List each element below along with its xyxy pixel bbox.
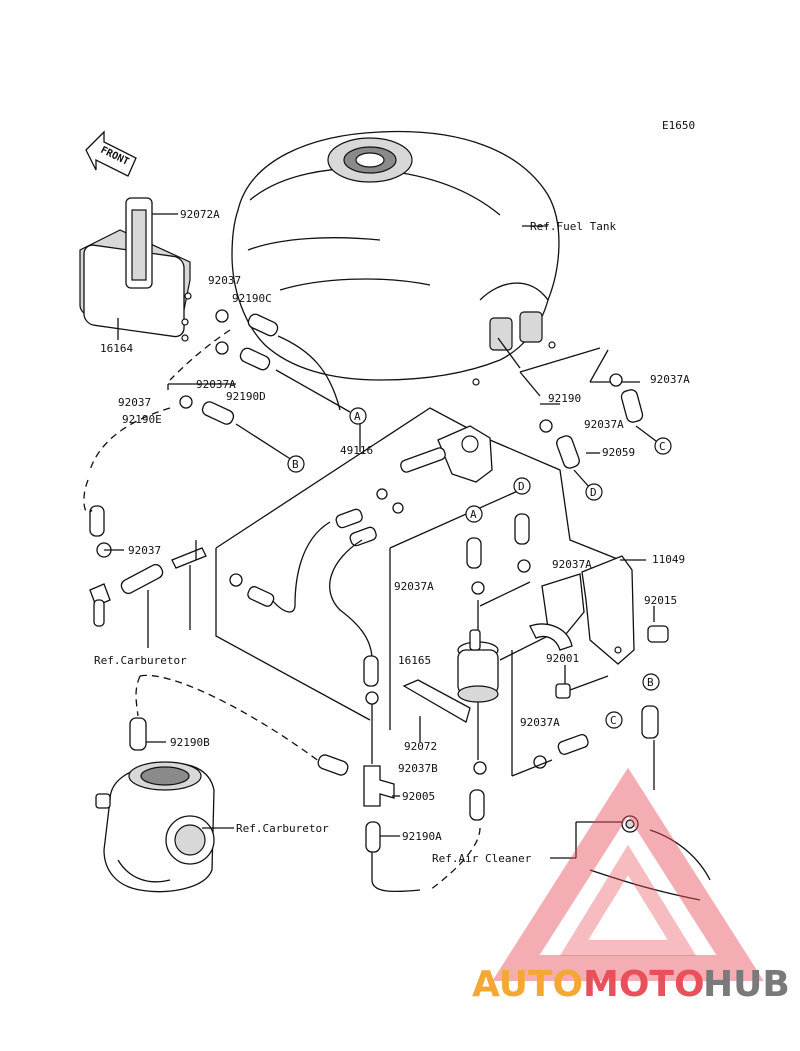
label-16165: 16165: [398, 654, 431, 667]
left-hose-junction: [83, 479, 275, 648]
watermark-part-hub: HUB: [703, 964, 790, 1005]
front-arrow-icon: FRONT: [85, 130, 137, 177]
carburetor-illustration: [95, 675, 234, 893]
label-92037a-mid: 92037A: [394, 580, 434, 593]
fuel-tank-illustration: [231, 130, 560, 386]
diagram-code: E1650: [662, 119, 695, 132]
connector-a-upper: [349, 407, 367, 425]
label-92037a-r2: 92037A: [584, 418, 624, 431]
label-92037a-right: 92037A: [552, 558, 592, 571]
connector-b2: B: [647, 676, 654, 689]
label-11049: 11049: [652, 553, 685, 566]
label-92037a-left: 92037A: [196, 378, 236, 391]
label-92037a-r1: 92037A: [650, 373, 690, 386]
connector-c-upper: [654, 437, 672, 455]
connector-c2: C: [610, 714, 617, 727]
connector-b-upper: [287, 455, 305, 473]
label-92037a-low: 92037A: [520, 716, 560, 729]
label-16164: 16164: [100, 342, 133, 355]
connector-d-lower: [513, 477, 531, 495]
label-92072: 92072: [404, 740, 437, 753]
label-92190e: 92190E: [122, 413, 162, 426]
watermark-part-auto: AUTO: [472, 964, 583, 1005]
connector-d1: D: [590, 486, 597, 499]
bracket-11049: [479, 555, 669, 790]
label-92190d: 92190D: [226, 390, 266, 403]
label-49116: 49116: [340, 444, 373, 457]
connector-c1: C: [659, 440, 666, 453]
connector-d-upper: [585, 483, 603, 501]
connector-d2: D: [518, 480, 525, 493]
label-92190: 92190: [548, 392, 581, 405]
label-ref-carburetor-upper: Ref.Carburetor: [94, 654, 187, 667]
part-labels: 92072A 92037 92190C 16164 92037A 92037 9…: [94, 208, 690, 865]
label-ref-fuel-tank: Ref.Fuel Tank: [530, 220, 616, 233]
canister-16164: [79, 197, 192, 342]
label-ref-carburetor-lower: Ref.Carburetor: [236, 822, 329, 835]
label-92037-left: 92037: [118, 396, 151, 409]
leader-lines: [104, 225, 655, 837]
label-92015: 92015: [644, 594, 677, 607]
connector-a1: A: [354, 410, 361, 423]
tank-hoses-right: [539, 373, 661, 489]
watermark-logo-icon: [492, 767, 764, 981]
fuel-cock-assembly: [215, 407, 621, 721]
connector-markers: A B C D D A B C: [287, 407, 672, 729]
hoses-and-leaders: [89, 213, 351, 471]
connector-a-lower: [465, 505, 483, 523]
connector-a2: A: [470, 508, 477, 521]
label-92059: 92059: [602, 446, 635, 459]
watermark-part-moto: MOTO: [583, 964, 705, 1005]
label-ref-air-cleaner: Ref.Air Cleaner: [432, 852, 532, 865]
air-cleaner-fitting: [550, 815, 711, 901]
label-92037b: 92037B: [398, 762, 438, 775]
connector-b1: B: [292, 458, 299, 471]
label-92037-top: 92037: [208, 274, 241, 287]
label-92005: 92005: [402, 790, 435, 803]
label-92072a: 92072A: [180, 208, 220, 221]
label-92190c: 92190C: [232, 292, 272, 305]
label-92190b: 92190B: [170, 736, 210, 749]
fuel-pump-16165: [389, 489, 561, 821]
label-92037-mid: 92037: [128, 544, 161, 557]
label-92001: 92001: [546, 652, 579, 665]
connector-c-lower: [605, 711, 623, 729]
lower-hoses: [139, 655, 481, 893]
label-92190a: 92190A: [402, 830, 442, 843]
connector-b-lower: [642, 673, 660, 691]
